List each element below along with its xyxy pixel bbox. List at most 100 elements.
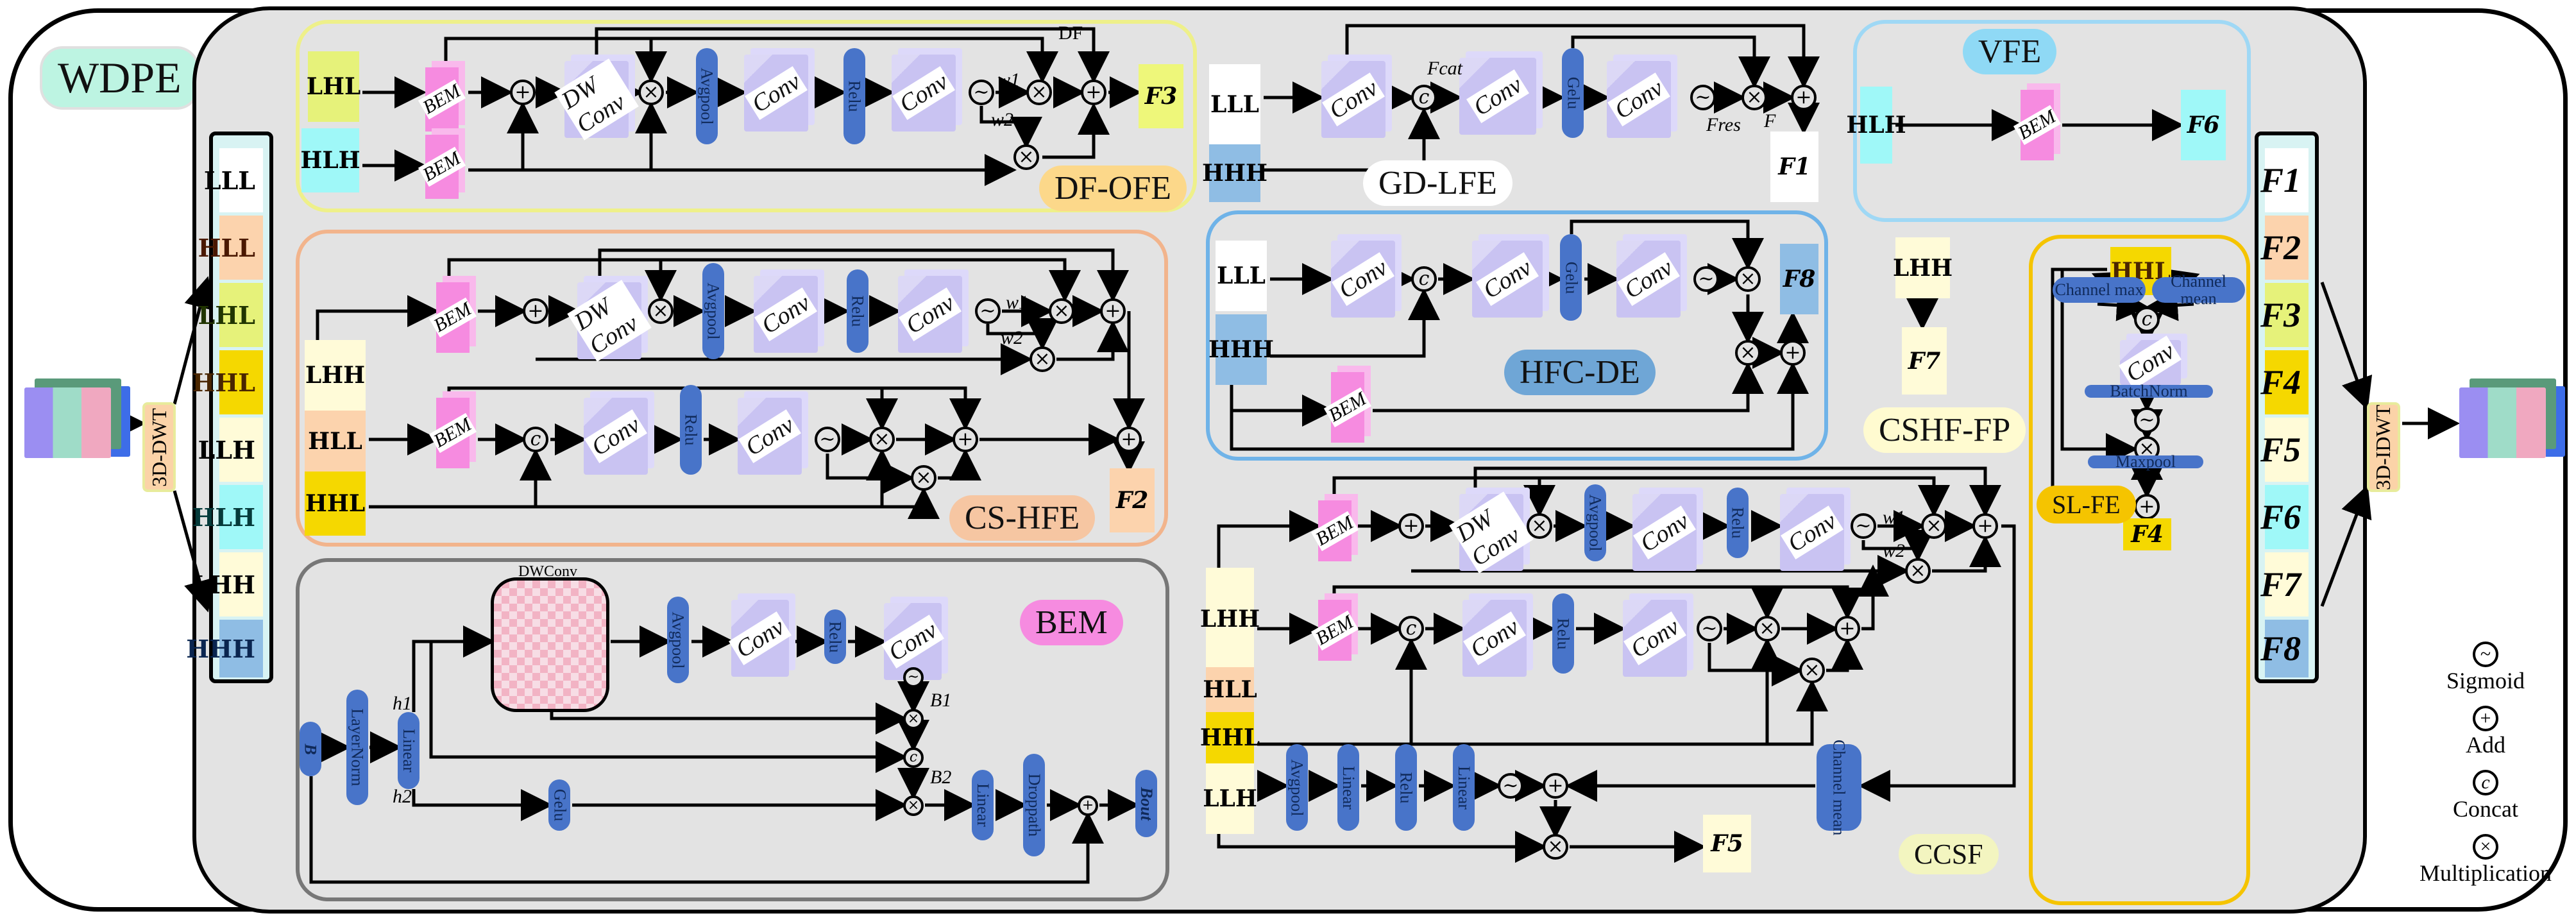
legend-sigmoid-label: Sigmoid [2446,668,2525,693]
subband-hlh: HLH [192,485,263,549]
ccsf-add-2: + [1972,513,1998,539]
df-ofe-add-1: + [510,80,536,105]
sl-fe-output-f4: F4 [2123,518,2171,550]
input-cube-icon [24,387,111,458]
subband-lhl: LHL [198,283,263,347]
feature-f4: F4 [2260,350,2309,414]
ccsf-linear-2: Linear [1453,744,1475,831]
gd-lfe-fres-label: Fres [1706,114,1741,135]
df-ofe-module [296,20,1197,212]
ccsf-tag: CCSF [1899,834,1999,874]
subband-llh: LLH [198,418,263,482]
legend-add-label: Add [2466,732,2505,758]
output-cube-icon [2459,387,2546,458]
cs-hfe-input-lhh: LHH [305,340,366,411]
bem-concat: c [903,747,924,768]
df-ofe-input-hlh: HLH [300,128,360,192]
df-ofe-bem-2: BEM [418,135,466,199]
ccsf-linear-1: Linear [1337,744,1359,831]
legend-add: + Add [2418,706,2553,758]
sl-fe-channel-mean: Channel mean [2152,273,2245,307]
wire-column-to-idwt-top [2320,282,2373,411]
ccsf-input-hll: HLL [1203,667,1257,712]
hfc-de-output-f8: F8 [1780,244,1818,314]
ccsf-channel-mean: Channel mean [1817,740,1861,835]
ccsf-relu-2: Relu [1552,593,1574,674]
df-ofe-add-2: + [1081,80,1106,105]
hfc-de-conv-3: Conv [1616,241,1681,318]
bem-output: Bout [1135,770,1157,837]
sl-fe-sigmoid: ~ [2134,407,2160,433]
cs-hfe-output-f2: F2 [1110,468,1155,532]
df-ofe-relu: Relu [843,48,865,144]
sl-fe-batchnorm: BatchNorm [2085,382,2213,400]
bem-b2-label: B2 [930,767,952,788]
cs-hfe-add-4: + [1116,427,1142,452]
df-ofe-w1-label: w1 [997,69,1021,90]
hfc-de-input-hhh: HHH [1208,314,1274,385]
subband-hhl: HHL [192,350,263,414]
bem-conv-1: Conv [728,600,792,677]
bem-layernorm: LayerNorm [346,690,368,805]
vfe-input-hlh: HLH [1846,87,1906,164]
ccsf-conv-1: Conv [1632,494,1697,571]
bem-b1-label: B1 [930,690,952,711]
subband-lll: LLL [204,148,263,212]
bem-dwconv-label: DWConv [518,563,577,580]
df-ofe-mul-2: × [1026,80,1052,105]
sigmoid-icon: ~ [2473,642,2498,667]
ccsf-bem-1: BEM [1311,500,1359,561]
cs-hfe-w2-label: w2 [1001,327,1024,348]
df-ofe-conv-2: Conv [892,55,956,132]
hfc-de-bem: BEM [1324,372,1371,443]
ccsf-bem-2: BEM [1311,600,1359,661]
cs-hfe-w1-label: w1 [1006,292,1029,313]
bem-h2-label: h2 [393,786,412,807]
cs-hfe-module [296,230,1168,547]
df-ofe-mul-1: × [638,80,664,105]
bem-mul-1: × [903,709,924,729]
cs-hfe-mul-1: × [648,298,674,324]
vfe-tag: VFE [1963,29,2057,74]
gd-lfe-mul: × [1741,85,1767,110]
cs-hfe-sigmoid-2: ~ [815,427,840,452]
cs-hfe-conv-1: Conv [754,276,818,353]
hfc-de-module [1206,210,1828,461]
hfc-de-mul-2: × [1735,340,1761,366]
sl-fe-tag: SL-FE [2037,486,2136,523]
legend-sigmoid: ~ Sigmoid [2418,642,2553,694]
df-ofe-dwconv: DW Conv [554,58,639,140]
cs-hfe-conv-3: Conv [584,398,648,475]
ccsf-mul-6: × [1543,834,1568,860]
sl-fe-channel-max: Channel max [2053,277,2146,303]
cs-hfe-bem-1: BEM [429,282,477,353]
sl-fe-concat: c [2134,307,2160,332]
sl-fe-maxpool: Maxpool [2088,453,2203,471]
feature-f6: F6 [2260,485,2309,549]
feature-f7: F7 [2260,552,2309,616]
concat-icon: c [2473,770,2498,795]
cs-hfe-input-hhl: HHL [305,472,366,536]
feature-f5: F5 [2260,418,2309,482]
vfe-output-f6: F6 [2181,90,2226,160]
bem-module [296,558,1169,901]
cs-hfe-tag: CS-HFE [949,495,1096,541]
ccsf-add-3: + [1835,616,1860,642]
bem-linear-1: Linear [398,712,419,789]
ccsf-add-1: + [1398,513,1424,539]
ccsf-mul-4: × [1754,616,1780,642]
cshf-fp-output-f7: F7 [1902,327,1947,395]
cs-hfe-avgpool: Avgpool [702,263,724,359]
subband-lhh: LHH [192,552,263,616]
cs-hfe-conv-4: Conv [738,398,802,475]
subband-column: LLL HLL LHL HHL LLH HLH LHH HHH [186,132,273,683]
legend-concat-label: Concat [2453,796,2518,822]
feature-f8: F8 [2260,620,2309,677]
df-ofe-tag: DF-OFE [1039,166,1187,211]
feature-f1: F1 [2260,148,2309,212]
bem-add: + [1078,795,1098,816]
bem-tag: BEM [1020,600,1123,645]
ccsf-avgpool-1: Avgpool [1584,484,1606,561]
feature-column: F1 F2 F3 F4 F5 F6 F7 F8 [2255,132,2319,683]
vfe-module [1853,20,2251,222]
